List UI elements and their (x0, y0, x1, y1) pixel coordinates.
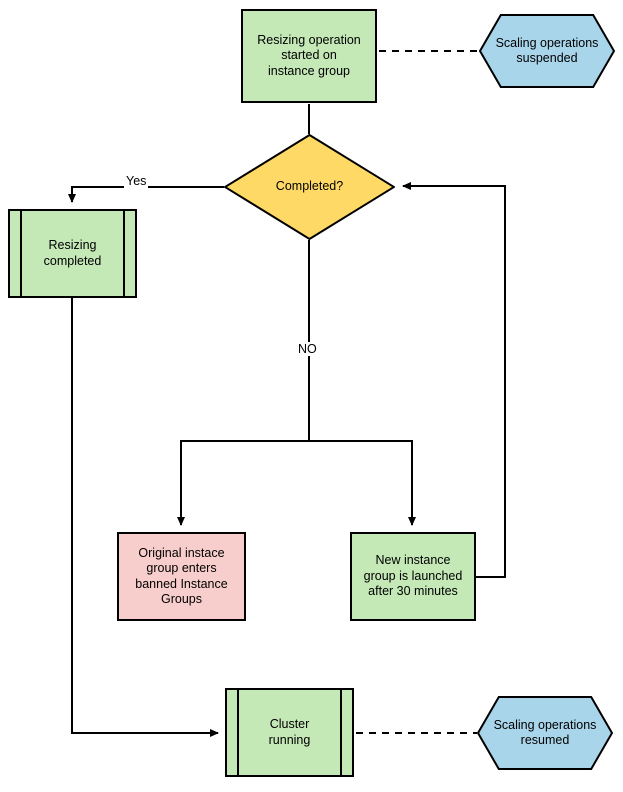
edge-resizing-completed-to-cluster (71, 298, 219, 737)
node-resizing-completed[interactable]: Resizing completed (8, 209, 137, 298)
predefined-process-bar-left (237, 690, 239, 775)
edge-new-group-back-to-decision (402, 182, 506, 578)
node-scaling-resumed[interactable]: Scaling operations resumed (477, 696, 613, 770)
node-scaling-suspended-outline (479, 14, 615, 88)
node-resizing-completed-label: Resizing completed (43, 238, 102, 268)
predefined-process-bar-right (340, 690, 342, 775)
node-original-group-banned-label: Original instace group enters banned Ins… (135, 545, 228, 607)
node-cluster-running-label: Cluster running (268, 717, 311, 747)
edge-no-fork-right (309, 440, 416, 526)
edge-no-fork-left (177, 440, 309, 526)
node-completed-decision-label: Completed? (275, 179, 344, 194)
edge-label-no: NO (296, 342, 319, 356)
edge-decision-yes-to-resizing-completed (68, 186, 224, 203)
predefined-process-bar-left (20, 211, 22, 296)
node-resizing-started-label: Resizing operation started on instance g… (257, 32, 361, 78)
node-completed-decision[interactable] (224, 134, 395, 240)
node-completed-decision-text: Completed? (224, 134, 395, 240)
node-original-group-banned[interactable]: Original instace group enters banned Ins… (117, 532, 246, 621)
node-new-group-launched-label: New instance group is launched after 30 … (363, 553, 463, 599)
edge-label-yes: Yes (124, 174, 149, 188)
node-new-group-launched[interactable]: New instance group is launched after 30 … (350, 532, 476, 621)
node-cluster-running[interactable]: Cluster running (225, 688, 354, 777)
node-scaling-suspended-label: Scaling operations suspended (495, 35, 599, 66)
node-resizing-started[interactable]: Resizing operation started on instance g… (241, 9, 377, 103)
node-scaling-resumed-label: Scaling operations resumed (493, 717, 597, 748)
predefined-process-bar-right (123, 211, 125, 296)
node-scaling-suspended[interactable]: Scaling operations suspended (479, 14, 615, 88)
node-scaling-resumed-outline (477, 696, 613, 770)
